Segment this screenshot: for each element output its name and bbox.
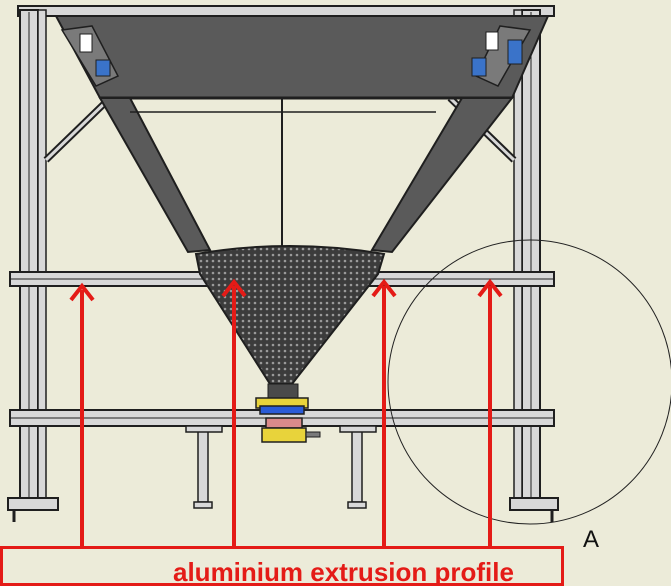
arrow-up-icon (221, 278, 247, 548)
hopper-frame-drawing (7, 5, 671, 548)
arrow-group (69, 278, 503, 548)
arrow-up-icon (477, 278, 503, 548)
mounting-bracket-left (60, 25, 120, 87)
detail-circle (387, 239, 671, 525)
detail-label: A (583, 526, 600, 553)
outlet-valve (255, 397, 321, 443)
arrow-up-icon (69, 282, 95, 548)
frame-structure (7, 5, 559, 522)
hopper-drawing (54, 15, 550, 399)
mounting-bracket-right (471, 25, 532, 87)
arrow-up-icon (371, 278, 397, 548)
caption-box: aluminium extrusion profile (0, 546, 564, 586)
caption-text: aluminium extrusion profile (173, 557, 514, 586)
